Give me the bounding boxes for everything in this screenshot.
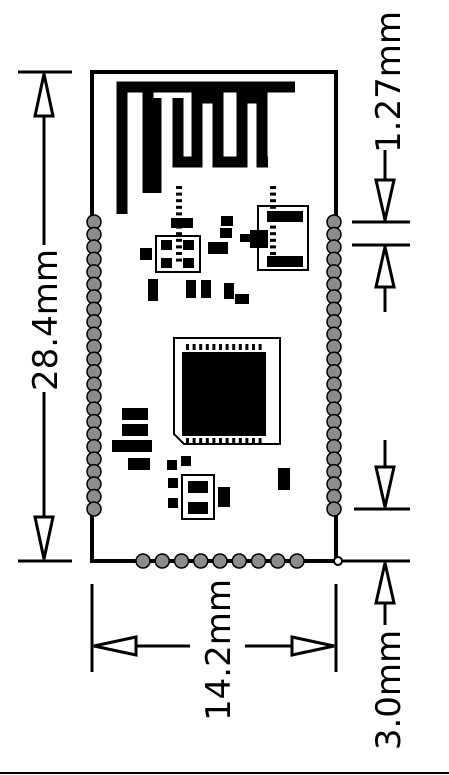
ic-pin <box>270 232 276 236</box>
ic-pin <box>270 225 276 229</box>
pad-bottom <box>212 553 228 569</box>
ic-pin <box>176 219 182 222</box>
ic-pin <box>232 438 236 444</box>
ic-pin <box>176 252 182 255</box>
ic-pin <box>176 186 182 189</box>
width-dimension-label: 14.2mm <box>199 579 239 721</box>
main-ic <box>173 186 281 445</box>
ic-pin <box>176 212 182 216</box>
pad-bottom <box>193 553 209 569</box>
ic-pin <box>176 238 182 242</box>
ic-pin <box>252 344 255 350</box>
ic-pin <box>186 344 189 350</box>
ic-pin <box>270 252 276 255</box>
ic-pin <box>245 344 249 350</box>
ic-pin <box>270 186 276 189</box>
ic-pin <box>238 344 242 350</box>
ic-pin <box>205 438 209 444</box>
pin-pitch-dimension <box>352 150 410 312</box>
ic-pin <box>245 438 249 444</box>
component-cluster-upper <box>140 216 249 304</box>
ic-pin <box>212 344 216 350</box>
ic-pin <box>225 344 229 350</box>
ic-pin <box>212 438 216 444</box>
pads-left <box>86 214 102 517</box>
ic-pin <box>225 438 229 444</box>
pad-bottom <box>289 553 305 569</box>
ic-pin <box>186 438 189 444</box>
ic-pin <box>270 212 276 216</box>
ic-pin <box>176 232 182 236</box>
ic-pin <box>176 258 182 262</box>
ic-pin <box>258 438 262 444</box>
ic-pin <box>270 192 276 196</box>
ic-pin <box>258 344 262 350</box>
ic-pin <box>176 225 182 229</box>
pad-left <box>86 501 102 517</box>
pcb-antenna <box>116 81 295 214</box>
ic-pin <box>232 344 236 350</box>
pad-bottom <box>270 553 286 569</box>
height-dimension <box>18 70 72 563</box>
ic-pin <box>176 245 182 249</box>
ic-pin <box>176 205 182 209</box>
ic-pin <box>199 344 203 350</box>
pad-bottom <box>154 553 170 569</box>
ic-pin <box>270 219 276 222</box>
antenna-connector <box>240 205 309 271</box>
ic-pin <box>176 192 182 196</box>
ic-pin <box>270 238 276 242</box>
ic-pin <box>192 344 196 350</box>
ic-pin <box>192 438 196 444</box>
ic-pin <box>270 205 276 209</box>
pads-right <box>326 214 342 517</box>
ic-pin <box>219 438 222 444</box>
origin-marker <box>333 556 343 566</box>
ic-pin <box>219 344 222 350</box>
pads-bottom <box>135 553 305 569</box>
ic-pins <box>176 186 276 444</box>
ic-pin <box>270 258 276 262</box>
component-cluster-lower <box>112 408 290 520</box>
pad-bottom <box>250 553 267 569</box>
pad-bottom <box>173 553 190 569</box>
pad-bottom <box>231 553 247 569</box>
pad-bottom <box>135 553 151 569</box>
height-dimension-label: 28.4mm <box>26 249 66 391</box>
ic-pin <box>270 245 276 249</box>
ic-pin <box>199 438 203 444</box>
width-dimension <box>90 584 338 672</box>
ic-pin <box>252 438 255 444</box>
pad-right <box>326 501 342 517</box>
bottom-offset-dimension <box>340 440 410 625</box>
ic-pin <box>205 344 209 350</box>
ic-pin <box>238 438 242 444</box>
pin-pitch-label: 1.27mm <box>369 11 409 153</box>
ic-pin <box>176 199 182 203</box>
bottom-offset-label: 3.0mm <box>369 630 409 750</box>
ic-pin <box>270 199 276 203</box>
